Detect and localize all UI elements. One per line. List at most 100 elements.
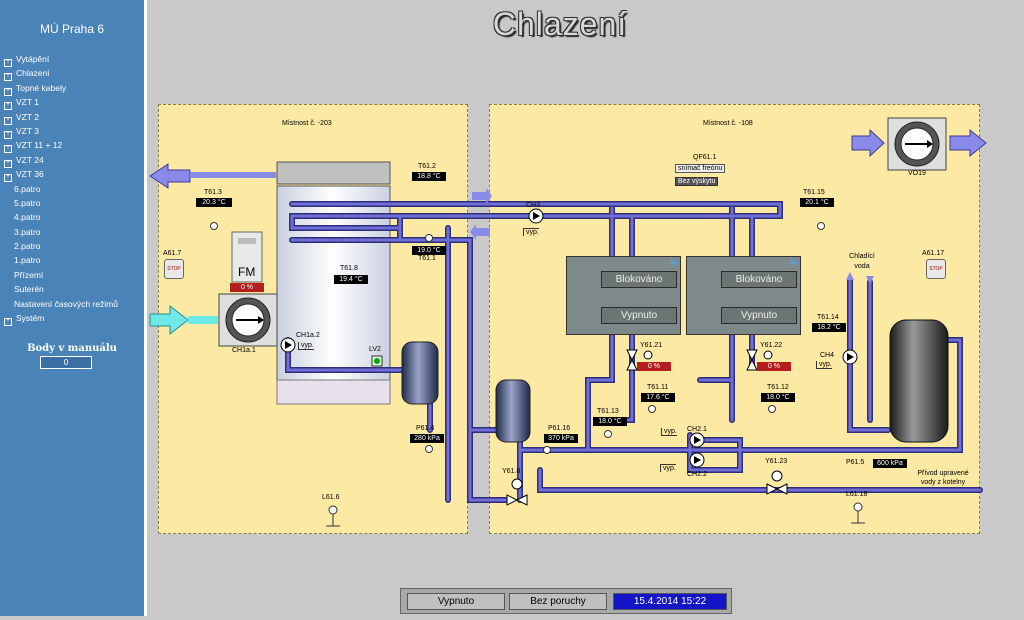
sidebar-item-4[interactable]: + VZT 2 <box>4 110 144 125</box>
sidebar-item-17[interactable]: Nastavení časových režimů <box>4 297 144 311</box>
sidebar-item-label: VZT 36 <box>16 169 44 180</box>
flow-arrow-2 <box>470 224 490 240</box>
air-handler-hood <box>276 161 391 185</box>
qf61-1-label: QF61.1 <box>693 154 717 161</box>
t61-13-sensor <box>604 430 612 438</box>
y61-21-label: Y61.21 <box>640 342 663 349</box>
l61-18-label: L61.18 <box>846 491 868 498</box>
sidebar-item-10[interactable]: 5.patro <box>4 196 144 210</box>
t61-8-value: 19.4 °C <box>334 275 368 284</box>
sidebar-item-label: 4.patro <box>14 212 41 223</box>
ch1a1-label: CH1a.1 <box>232 347 256 354</box>
expand-plus-icon[interactable]: + <box>4 159 12 168</box>
snowflake-icon: ❄ <box>789 258 798 269</box>
sidebar-item-6[interactable]: + VZT 11 + 12 <box>4 138 144 154</box>
p61-5-value: 600 kPa <box>873 459 907 468</box>
sidebar-item-1[interactable]: +Chlazení <box>4 66 144 82</box>
fan-ch1a1 <box>218 293 278 347</box>
pump-ch3 <box>528 208 544 224</box>
expand-plus-icon[interactable]: + <box>4 116 12 125</box>
expand-plus-icon[interactable]: + <box>4 87 12 96</box>
valve-y61-22 <box>746 349 773 371</box>
sidebar-item-label: Topné kabely <box>16 82 67 93</box>
chiller-1[interactable]: Blokováno Vypnuto ❄ <box>566 256 681 335</box>
y61-22-value: 0 % <box>757 362 791 371</box>
lv2-label: LV2 <box>369 346 381 353</box>
sidebar-item-label: Přízemí <box>14 269 44 280</box>
sidebar-item-label: VZT 11 + 12 <box>16 140 63 151</box>
valve-y61-8 <box>506 478 528 506</box>
pump-ch1a2 <box>280 337 296 353</box>
y61-21-value: 0 % <box>637 362 671 371</box>
sidebar-item-0[interactable]: +Vytápění <box>4 52 144 67</box>
expand-plus-icon[interactable]: + <box>4 130 12 139</box>
freon-sensor-name: snímač freónu <box>675 164 726 173</box>
page-title: Chlazení <box>492 6 628 42</box>
sidebar-item-14[interactable]: 1.patro <box>4 253 144 267</box>
sidebar-item-label: 6.patro <box>14 183 41 194</box>
t61-11-label: T61.11 <box>647 384 669 391</box>
sidebar-item-16[interactable]: Suterén <box>4 282 144 296</box>
expand-plus-icon[interactable]: + <box>4 102 12 111</box>
t61-11-value: 17.6 °C <box>641 393 675 402</box>
pump-ch2-2 <box>689 452 705 468</box>
sidebar-item-12[interactable]: 3.patro <box>4 225 144 239</box>
p61-16-sensor <box>543 446 551 454</box>
sidebar-item-18[interactable]: + Systém <box>4 311 144 327</box>
sidebar-item-label: Nastavení časových režimů <box>14 298 118 309</box>
a61-17-label: A61.17 <box>922 250 945 257</box>
t61-3-label: T61.3 <box>204 189 222 196</box>
t61-14-label: T61.14 <box>817 314 839 321</box>
t61-11-sensor <box>648 405 656 413</box>
treated-water-supply-label: Přívod upravené vody z kotelny <box>917 470 969 486</box>
fan-vo19 <box>887 117 947 171</box>
sidebar-item-label: VZT 2 <box>16 111 39 122</box>
room-203-title: Místnost č. -203 <box>282 120 332 127</box>
ch2-2-label: CH2.2 <box>687 471 707 478</box>
stop-button-a61-17[interactable]: STOP <box>926 259 946 279</box>
chiller-1-status-blocked: Blokováno <box>601 271 677 288</box>
sidebar-item-label: 1.patro <box>14 255 41 266</box>
sidebar-item-8[interactable]: + VZT 36 <box>4 167 144 183</box>
t61-3-sensor <box>210 222 218 230</box>
stop-button-a61-7[interactable]: STOP <box>164 259 184 279</box>
sidebar-item-13[interactable]: 2.patro <box>4 239 144 253</box>
t61-13-label: T61.13 <box>597 408 619 415</box>
expand-plus-icon[interactable]: + <box>4 59 12 67</box>
fm-label: FM <box>238 265 256 279</box>
ch2-1-label: CH2.1 <box>687 426 707 433</box>
ch4-mode: vyp. <box>816 361 832 369</box>
expansion-tank-2 <box>495 379 531 443</box>
expand-plus-icon[interactable]: + <box>4 145 12 154</box>
sidebar-item-label: 3.patro <box>14 226 41 237</box>
p61-16-value: 370 kPa <box>544 434 578 443</box>
t61-8-label: T61.8 <box>340 265 358 272</box>
expand-plus-icon[interactable]: + <box>4 318 12 327</box>
t61-12-value: 18.0 °C <box>761 393 795 402</box>
y61-22-label: Y61.22 <box>760 342 783 349</box>
t61-15-value: 20.1 °C <box>800 198 834 207</box>
t61-12-sensor <box>768 405 776 413</box>
site-title: MÚ Praha 6 <box>39 22 105 36</box>
sidebar-item-11[interactable]: 4.patro <box>4 210 144 224</box>
sidebar-item-label: Systém <box>16 313 45 324</box>
sidebar-item-5[interactable]: +VZT 3 <box>4 124 144 139</box>
sidebar-item-9[interactable]: 6.patro <box>4 182 144 196</box>
sidebar-item-2[interactable]: + Topné kabely <box>4 81 144 96</box>
expand-plus-icon[interactable]: + <box>4 73 12 82</box>
t61-12-label: T61.12 <box>767 384 789 391</box>
y61-8-label: Y61.8 <box>502 468 521 475</box>
inlet-arrow-vo19 <box>851 128 885 158</box>
t61-3-value: 20.3 °C <box>196 198 232 207</box>
expand-plus-icon[interactable]: + <box>4 174 12 183</box>
sidebar-item-3[interactable]: + VZT 1 <box>4 95 144 111</box>
sidebar-item-label: 2.patro <box>14 241 41 252</box>
level-sensor-l61-18 <box>851 502 865 524</box>
chiller-2[interactable]: Blokováno Vypnuto ❄ <box>686 256 801 335</box>
sidebar-item-15[interactable]: Přízemí <box>4 268 144 282</box>
sidebar-item-label: VZT 1 <box>16 97 39 108</box>
valve-y61-21 <box>626 349 653 371</box>
sidebar-item-7[interactable]: +VZT 24 <box>4 153 144 168</box>
ch4-label: CH4 <box>820 352 835 359</box>
exhaust-arrow-left <box>149 163 276 189</box>
